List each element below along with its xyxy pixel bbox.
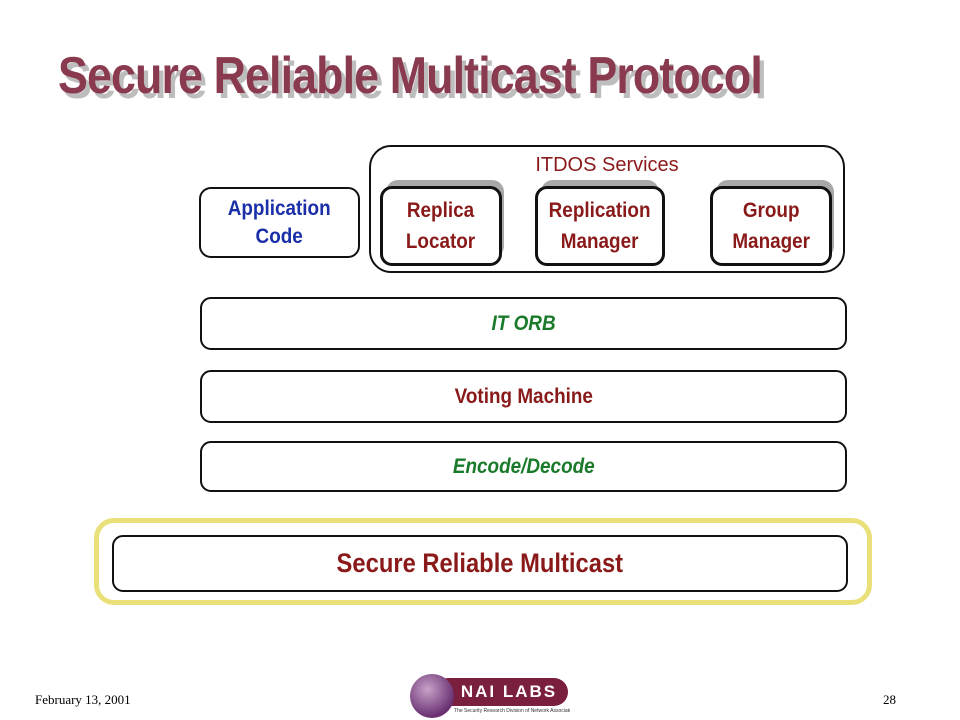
encode-decode-layer: Encode/Decode xyxy=(200,441,847,492)
footer-date: February 13, 2001 xyxy=(35,692,131,707)
logo-text: NAI LABS xyxy=(460,682,558,701)
group-manager-line1: Group xyxy=(742,199,800,222)
application-code-line1: Application xyxy=(228,196,331,220)
logo-banner: NAI LABS xyxy=(434,678,568,706)
replication-manager-box: Replication Manager xyxy=(535,180,665,266)
secure-reliable-multicast-label: Secure Reliable Multicast xyxy=(336,548,624,578)
replication-manager-line1: Replication xyxy=(549,199,651,222)
nai-labs-logo: NAI LABS The Security Research Division … xyxy=(408,672,570,720)
itdos-services-group: ITDOS Services Replica Locator Replicati… xyxy=(369,145,845,273)
page-number: 28 xyxy=(883,692,896,707)
it-orb-layer: IT ORB xyxy=(200,297,847,350)
itdos-services-label: ITDOS Services xyxy=(535,154,679,176)
group-manager-line2: Manager xyxy=(732,230,810,253)
replica-locator-box: Replica Locator xyxy=(380,180,506,266)
group-manager-box: Group Manager xyxy=(710,180,836,266)
slide-title: Secure Reliable Multicast Protocol xyxy=(58,47,763,105)
secure-reliable-multicast-layer: Secure Reliable Multicast xyxy=(112,535,848,592)
replica-locator-line2: Locator xyxy=(406,230,476,253)
logo-globe-icon xyxy=(410,674,454,718)
replication-manager-line2: Manager xyxy=(561,230,639,253)
highlight-frame xyxy=(94,518,872,605)
it-orb-label: IT ORB xyxy=(491,311,556,335)
logo-tagline: The Security Research Division of Networ… xyxy=(454,708,570,714)
application-code-line2: Code xyxy=(255,224,304,248)
voting-machine-label: Voting Machine xyxy=(454,384,593,408)
replica-locator-line1: Replica xyxy=(407,199,475,222)
voting-machine-layer: Voting Machine xyxy=(200,370,847,423)
application-code-box: Application Code xyxy=(199,187,360,258)
encode-decode-label: Encode/Decode xyxy=(452,454,595,478)
